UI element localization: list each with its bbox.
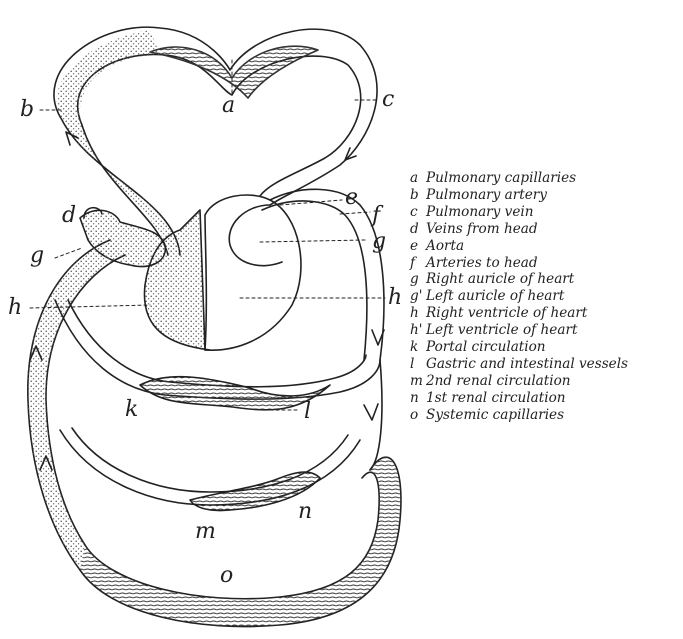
label-c: c [382, 87, 394, 112]
heart-right-ventricle [144, 210, 210, 350]
legend-key: h [410, 305, 426, 322]
legend-item: h'Left ventricle of heart [410, 322, 682, 339]
legend-text: Pulmonary capillaries [426, 170, 682, 187]
label-h: h [8, 295, 22, 320]
leader-g-prime [260, 240, 365, 242]
legend-text: Pulmonary vein [426, 204, 682, 221]
label-h-prime: h [388, 285, 402, 310]
portal-loop-inner [68, 300, 366, 387]
legend-text: Gastric and intestinal vessels [426, 356, 682, 373]
legend-text: Pulmonary artery [426, 187, 682, 204]
legend-key: m [410, 373, 426, 390]
legend-text: Arteries to head [426, 255, 682, 272]
label-m: m [195, 519, 216, 544]
label-f: f [370, 203, 384, 228]
legend-text: Left auricle of heart [426, 288, 682, 305]
legend-key: a [410, 170, 426, 187]
legend-key: d [410, 221, 426, 238]
legend-item: g'Left auricle of heart [410, 288, 682, 305]
label-g: g [30, 243, 44, 268]
legend-key: o [410, 407, 426, 424]
legend-text: Portal circulation [426, 339, 682, 356]
label-n: n [298, 499, 312, 524]
legend-key: k [410, 339, 426, 356]
label-k: k [125, 397, 138, 422]
legend-key: g [410, 271, 426, 288]
label-d: d [62, 203, 76, 228]
legend-text: Right auricle of heart [426, 271, 682, 288]
heart-left-ventricle [205, 195, 301, 350]
legend-text: Left ventricle of heart [426, 322, 682, 339]
legend-key: n [410, 390, 426, 407]
arrow-aorta-lower [364, 404, 378, 420]
legend-text: Right ventricle of heart [426, 305, 682, 322]
legend-text: Systemic capillaries [426, 407, 682, 424]
legend-key: g' [410, 288, 426, 305]
portal-capillaries [140, 377, 330, 410]
legend-key: b [410, 187, 426, 204]
left-auricle [229, 205, 282, 266]
legend-key: f [410, 255, 426, 272]
legend-text: 2nd renal circulation [426, 373, 682, 390]
aorta-arch-inner [262, 201, 367, 360]
legend-key: c [410, 204, 426, 221]
legend-text: Veins from head [426, 221, 682, 238]
label-a: a [222, 93, 235, 118]
label-b: b [20, 97, 34, 122]
label-o: o [220, 563, 233, 588]
label-l: l [304, 399, 311, 424]
label-g-prime: g [372, 229, 386, 254]
systemic-left-fill [28, 240, 125, 570]
leader-g [55, 248, 82, 258]
systemic-capillaries [80, 457, 401, 626]
legend-key: e [410, 238, 426, 255]
legend-key: h' [410, 322, 426, 339]
legend-text: Aorta [426, 238, 682, 255]
legend-key: l [410, 356, 426, 373]
label-e: e [345, 185, 358, 210]
legend-text: 1st renal circulation [426, 390, 682, 407]
